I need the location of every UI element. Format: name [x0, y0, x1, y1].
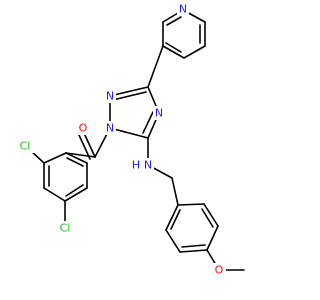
atom-symbol: N — [155, 107, 163, 120]
bond-dichlorophenyl — [66, 157, 84, 167]
bond-triazole — [109, 127, 149, 139]
bond-methoxyphenyl — [206, 225, 219, 251]
oxygen-atom-carbonyl: O — [77, 121, 90, 135]
bond-methoxyphenyl — [165, 204, 179, 231]
bonds — [29, 9, 245, 271]
bond-triazole — [109, 86, 149, 97]
atom-symbol: Cl — [20, 140, 31, 153]
bond-dichlorophenyl — [65, 184, 84, 197]
bond-methoxyphenyl — [170, 209, 181, 230]
bond-methoxyphenyl — [179, 249, 208, 253]
bond-pyridine — [183, 45, 206, 59]
nitrogen-atom-triazole-1: N — [104, 121, 116, 135]
bond-pyridine — [165, 42, 182, 53]
bond-methoxyphenyl — [177, 203, 205, 206]
atom-symbol: N — [106, 122, 114, 135]
bond-methoxyphenyl — [201, 208, 214, 228]
bond-methoxyphenyl — [165, 229, 181, 253]
nitrogen-atom-triazole-4: N — [153, 106, 165, 120]
chlorine-atom-ortho: Cl — [16, 139, 35, 153]
atom-labels: N N N N O N H Cl — [16, 2, 226, 277]
bond-dichlorophenyl — [64, 187, 88, 202]
atom-symbol: O — [79, 122, 88, 135]
hydrogen-atom-amine: H — [130, 158, 142, 172]
bond-amine — [171, 177, 179, 206]
bond-link — [147, 45, 164, 88]
oxygen-atom-methoxy: O — [212, 263, 226, 277]
nitrogen-atom-amine: N — [142, 158, 154, 172]
atom-symbol: N — [144, 159, 152, 172]
atom-symbol: H — [132, 159, 140, 172]
bond-methoxyphenyl — [203, 203, 219, 227]
molecule-canvas: N N N N O N H Cl — [16, 2, 245, 277]
nitrogen-atom-triazole-2: N — [104, 89, 116, 103]
bond-dichlorophenyl — [43, 152, 67, 164]
bond-carbonyl — [65, 152, 96, 158]
bond-methoxyphenyl — [181, 244, 206, 248]
bond-dichlorophenyl — [65, 152, 88, 164]
atom-symbol: N — [179, 3, 187, 16]
atom-symbol: O — [215, 264, 224, 277]
bond-dichlorophenyl — [43, 187, 66, 202]
chlorine-atom-para: Cl — [56, 221, 75, 235]
molecule-structure: N N N N O N H Cl — [16, 2, 245, 277]
bond-triazole — [142, 111, 154, 134]
bond-triazole — [112, 91, 147, 101]
atom-symbol: Cl — [60, 222, 71, 235]
bond-carbonyl — [83, 132, 96, 158]
nitrogen-atom-pyridine: N — [177, 2, 189, 16]
bond-pyridine — [166, 16, 182, 26]
atom-symbol: N — [106, 90, 114, 103]
bond-carbonyl — [78, 134, 91, 160]
bond-pyridine — [162, 45, 185, 59]
